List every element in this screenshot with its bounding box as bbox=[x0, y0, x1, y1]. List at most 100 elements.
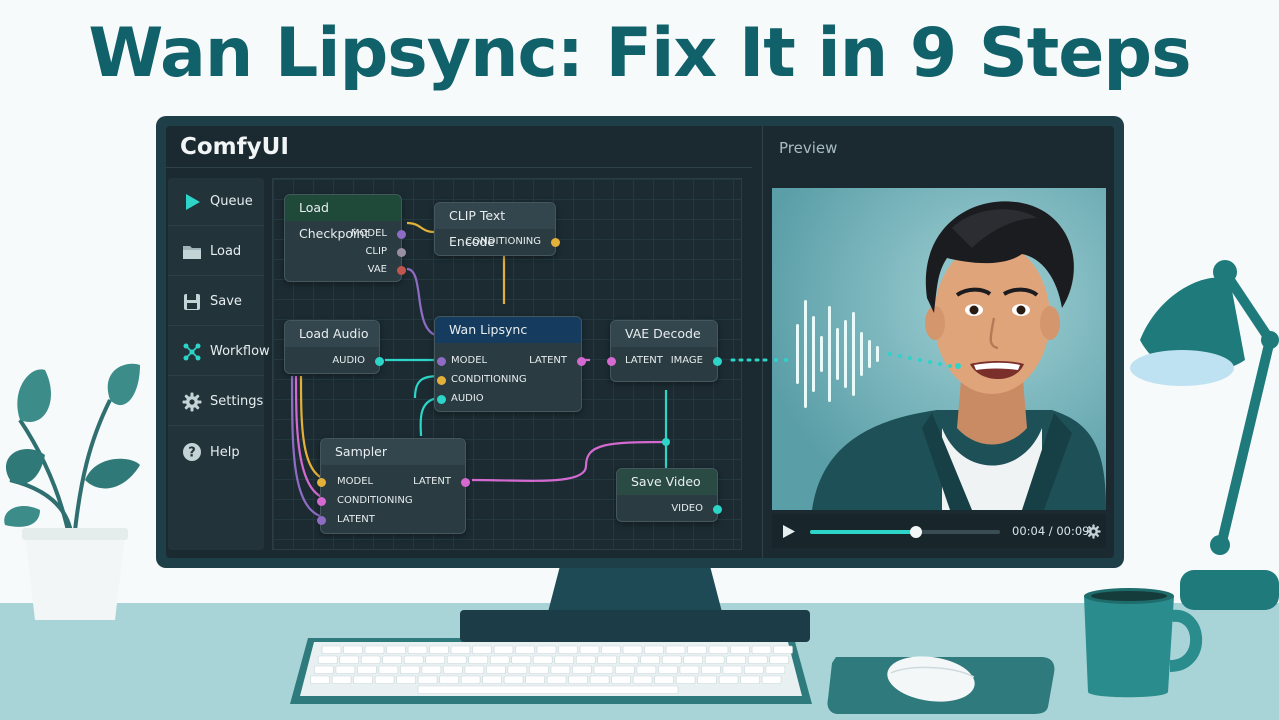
keyboard-key bbox=[579, 645, 600, 654]
port-label: AUDIO bbox=[332, 355, 365, 366]
keyboard-key bbox=[421, 665, 442, 674]
output-port-clip[interactable] bbox=[397, 248, 406, 257]
keyboard-key bbox=[382, 655, 402, 664]
desk-lamp-illustration bbox=[1130, 260, 1279, 610]
keyboard-key bbox=[726, 655, 747, 664]
port-label: LATENT bbox=[625, 355, 663, 366]
input-port-model[interactable] bbox=[437, 357, 446, 366]
keyboard-key bbox=[507, 665, 528, 674]
input-port-conditioning[interactable] bbox=[437, 376, 446, 385]
node-sampler[interactable]: Sampler MODEL CONDITIONING LATENT LATENT bbox=[317, 438, 470, 534]
sidebar-item-label: Load bbox=[210, 244, 242, 259]
keyboard-key bbox=[615, 665, 635, 674]
node-wan-lipsync[interactable]: Wan Lipsync MODEL CONDITIONING AUDIO LAT… bbox=[434, 316, 586, 412]
node-title: Load Audio bbox=[285, 321, 379, 347]
seek-bar-handle[interactable] bbox=[910, 526, 923, 538]
keyboard-key bbox=[331, 675, 352, 684]
node-title: Save Video bbox=[617, 469, 717, 495]
node-title: VAE Decode bbox=[611, 321, 717, 347]
sidebar-item-workflow[interactable]: Workflow bbox=[168, 328, 270, 376]
keyboard-key bbox=[558, 645, 578, 654]
node-vae-decode[interactable]: VAE Decode LATENT IMAGE bbox=[607, 320, 722, 382]
monitor: ComfyUI Preview Queue Load Save Workflow bbox=[156, 116, 1124, 568]
keyboard-key bbox=[443, 665, 463, 674]
keyboard-key bbox=[769, 655, 790, 664]
keyboard-key bbox=[718, 675, 739, 684]
output-port-latent[interactable] bbox=[577, 357, 586, 366]
output-port-image[interactable] bbox=[713, 357, 722, 366]
input-port-latent[interactable] bbox=[607, 357, 616, 366]
keyboard-key bbox=[357, 665, 377, 674]
preview-header: Preview bbox=[762, 126, 1114, 168]
keyboard-key bbox=[511, 655, 531, 664]
keyboard-key bbox=[396, 675, 416, 684]
keyboard-key bbox=[464, 665, 485, 674]
keyboard-key bbox=[697, 675, 717, 684]
sidebar-item-queue[interactable]: Queue bbox=[168, 178, 264, 226]
port-label: LATENT bbox=[413, 476, 451, 487]
keyboard-key bbox=[640, 655, 661, 664]
app-brand: ComfyUI bbox=[180, 134, 289, 160]
keyboard-key bbox=[417, 675, 438, 684]
workflow-icon bbox=[183, 343, 201, 360]
sidebar-item-load[interactable]: Load bbox=[168, 228, 264, 276]
node-title: Wan Lipsync bbox=[435, 317, 581, 343]
folder-icon bbox=[183, 245, 201, 259]
keyboard-key bbox=[593, 665, 614, 674]
keyboard-key bbox=[503, 675, 524, 684]
keyboard-key bbox=[529, 665, 549, 674]
keyboard-key bbox=[654, 675, 674, 684]
keyboard-key bbox=[472, 645, 492, 654]
input-port-model[interactable] bbox=[317, 478, 326, 487]
keyboard-key bbox=[730, 645, 750, 654]
output-port-latent[interactable] bbox=[461, 478, 470, 487]
input-port-conditioning[interactable] bbox=[317, 497, 326, 506]
keyboard-key bbox=[450, 645, 471, 654]
output-port-video[interactable] bbox=[713, 505, 722, 514]
keyboard-key bbox=[687, 645, 707, 654]
keyboard-key bbox=[486, 665, 506, 674]
port-label: MODEL bbox=[350, 228, 387, 239]
monitor-stand bbox=[460, 566, 810, 642]
keyboard-key bbox=[364, 645, 385, 654]
keyboard-key bbox=[622, 645, 643, 654]
keyboard-key bbox=[386, 645, 406, 654]
keyboard-key bbox=[675, 675, 696, 684]
output-port-conditioning[interactable] bbox=[551, 238, 560, 247]
output-port-model[interactable] bbox=[397, 230, 406, 239]
node-save-video[interactable]: Save Video VIDEO bbox=[616, 468, 722, 522]
keyboard-key bbox=[407, 645, 428, 654]
port-label: VIDEO bbox=[671, 503, 703, 514]
seek-bar[interactable] bbox=[810, 526, 1000, 538]
node-clip-text-encode[interactable]: CLIP Text Encode CONDITIONING bbox=[434, 202, 560, 256]
output-port-vae[interactable] bbox=[397, 266, 406, 275]
play-icon[interactable] bbox=[782, 524, 796, 539]
keyboard-key bbox=[661, 655, 682, 664]
keyboard-key bbox=[429, 645, 449, 654]
video-controls: 00:04 / 00:09 bbox=[772, 514, 1106, 548]
keyboard-key bbox=[665, 645, 686, 654]
gear-icon[interactable] bbox=[1086, 524, 1101, 539]
sidebar-item-help[interactable]: ? Help bbox=[168, 428, 264, 476]
gear-icon bbox=[182, 392, 202, 411]
input-port-latent[interactable] bbox=[317, 516, 326, 525]
keyboard-key bbox=[751, 645, 772, 654]
keyboard-key bbox=[360, 655, 381, 664]
node-load-audio[interactable]: Load Audio AUDIO bbox=[284, 320, 384, 374]
keyboard-key bbox=[747, 655, 768, 664]
port-label: MODEL bbox=[451, 355, 488, 366]
keyboard-key bbox=[701, 665, 721, 674]
keyboard-key bbox=[658, 665, 678, 674]
node-load-checkpoint[interactable]: Load Checkpoint MODEL CLIP VAE bbox=[284, 194, 406, 282]
keyboard-key bbox=[493, 645, 514, 654]
help-icon: ? bbox=[183, 443, 201, 461]
output-port-audio[interactable] bbox=[375, 357, 384, 366]
keyboard-key bbox=[740, 675, 760, 684]
comfyui-window: ComfyUI Preview Queue Load Save Workflow bbox=[166, 126, 1114, 558]
node-title: CLIP Text Encode bbox=[435, 203, 555, 249]
port-label: IMAGE bbox=[670, 355, 703, 366]
sidebar-item-settings[interactable]: Settings bbox=[168, 378, 264, 426]
sidebar-item-save[interactable]: Save bbox=[168, 278, 264, 326]
input-port-audio[interactable] bbox=[437, 395, 446, 404]
sidebar-item-label: Settings bbox=[210, 394, 264, 409]
